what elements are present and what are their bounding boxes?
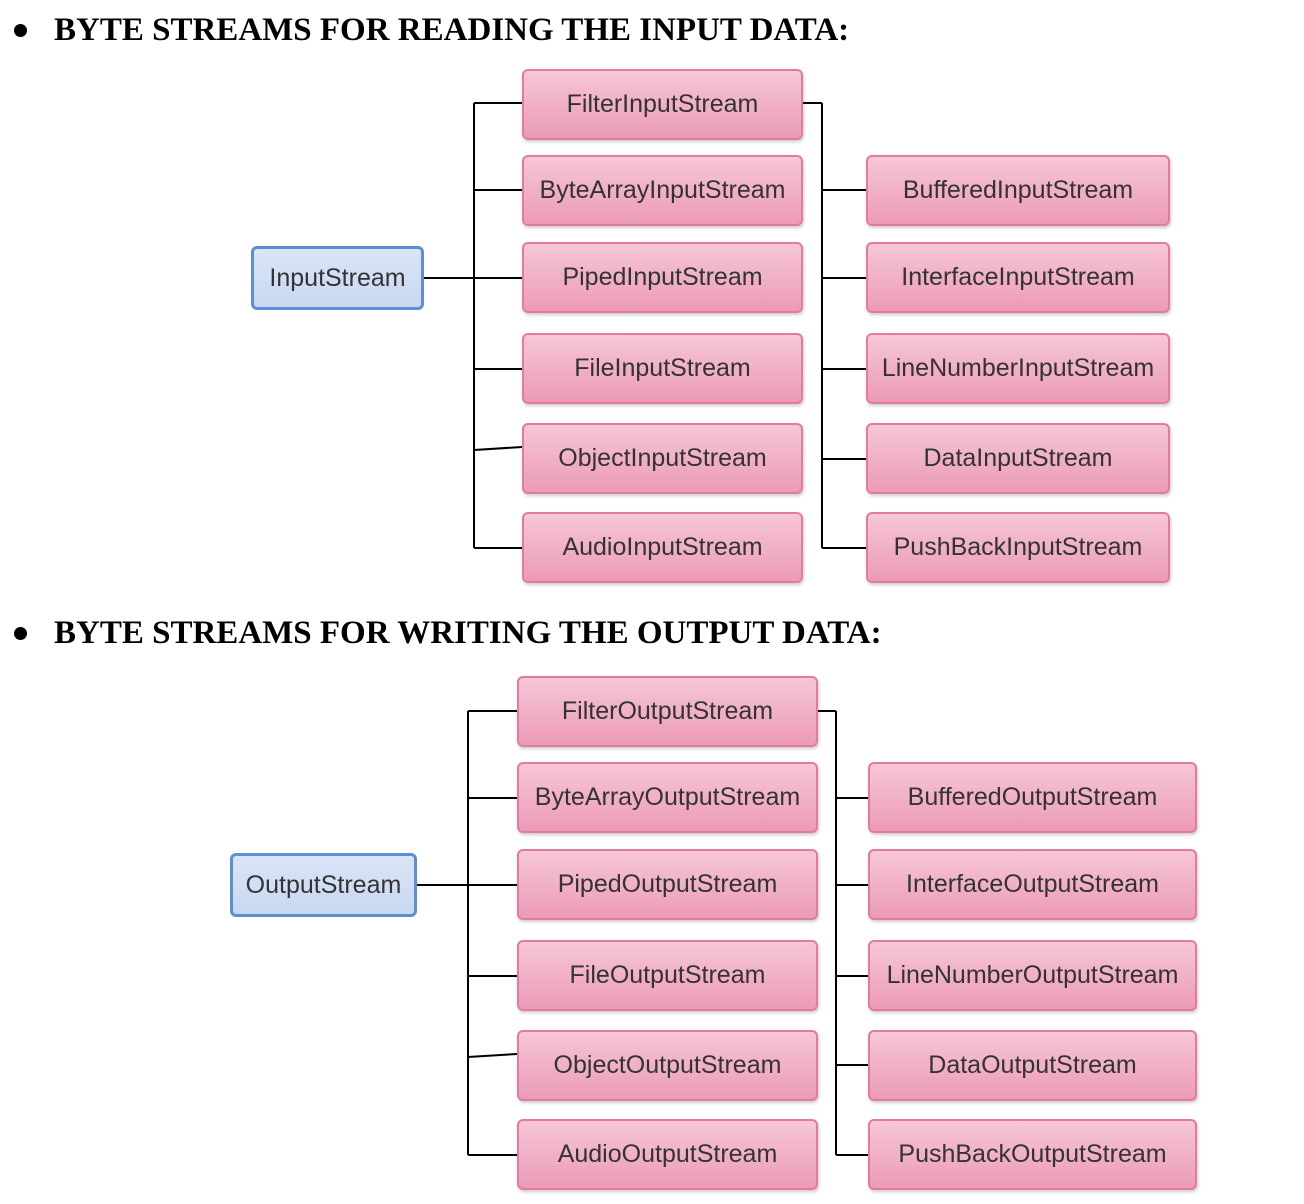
objectoutputstream-node: ObjectOutputStream [517, 1030, 818, 1101]
pipedinputstream-node: PipedInputStream [522, 242, 803, 313]
inputstream-node: InputStream [251, 246, 424, 310]
interfaceoutputstream-node: InterfaceOutputStream [868, 849, 1197, 920]
pipedoutputstream-node: PipedOutputStream [517, 849, 818, 920]
bullet-icon [14, 627, 27, 640]
filteroutputstream-node: FilterOutputStream [517, 676, 818, 747]
bytearrayinputstream-node: ByteArrayInputStream [522, 155, 803, 226]
connector [467, 1053, 518, 1058]
bullet-icon [14, 24, 27, 37]
linenumberoutputstream-node: LineNumberOutputStream [868, 940, 1197, 1011]
fileoutputstream-node: FileOutputStream [517, 940, 818, 1011]
objectinputstream-node: ObjectInputStream [522, 423, 803, 494]
bytearrayoutputstream-node: ByteArrayOutputStream [517, 762, 818, 833]
fileinputstream-node: FileInputStream [522, 333, 803, 404]
connector [473, 446, 523, 451]
outputstream-node: OutputStream [230, 853, 417, 917]
audiooutputstream-node: AudioOutputStream [517, 1119, 818, 1190]
interfaceinputstream-node: InterfaceInputStream [866, 242, 1170, 313]
input-heading-text: BYTE STREAMS FOR READING THE INPUT DATA: [54, 12, 850, 48]
linenumberinputstream-node: LineNumberInputStream [866, 333, 1170, 404]
bufferedinputstream-node: BufferedInputStream [866, 155, 1170, 226]
bufferedoutputstream-node: BufferedOutputStream [868, 762, 1197, 833]
pushbackinputstream-node: PushBackInputStream [866, 512, 1170, 583]
audioinputstream-node: AudioInputStream [522, 512, 803, 583]
filterinputstream-node: FilterInputStream [522, 69, 803, 140]
output-heading-text: BYTE STREAMS FOR WRITING THE OUTPUT DATA… [54, 615, 882, 651]
pushbackoutputstream-node: PushBackOutputStream [868, 1119, 1197, 1190]
dataoutputstream-node: DataOutputStream [868, 1030, 1197, 1101]
datainputstream-node: DataInputStream [866, 423, 1170, 494]
input-connectors [424, 102, 866, 549]
